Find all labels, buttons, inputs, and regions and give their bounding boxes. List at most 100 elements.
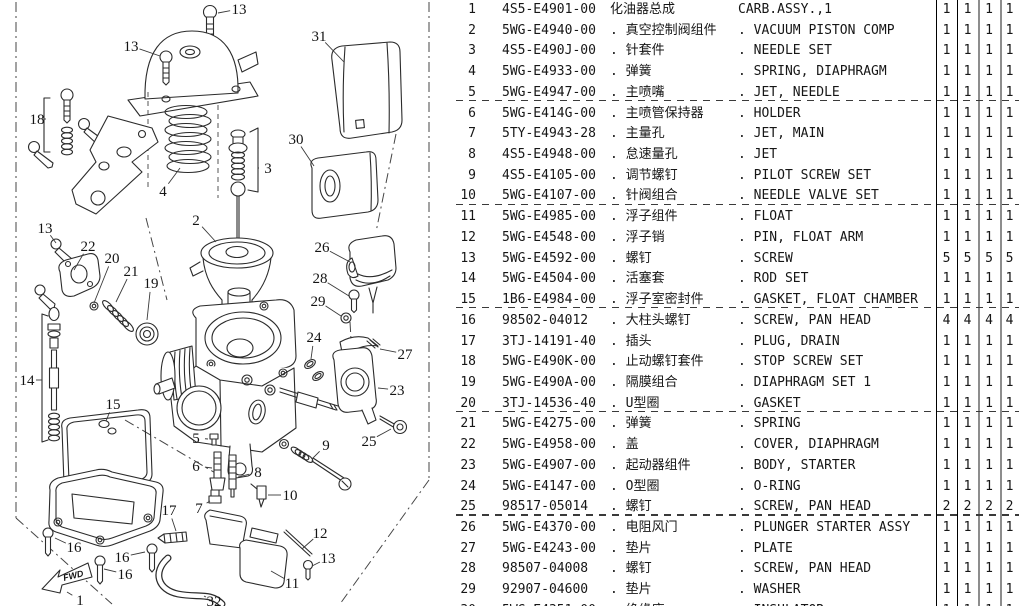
qty-cell: 1 [985,520,993,535]
description-en-cell: . SPRING [738,416,801,432]
callout-label: 20 [105,251,120,267]
callout-leader [66,591,73,596]
description-cn-cell: . 螺钉 [610,250,652,266]
description-cn-cell: . 真空控制阀组件 [610,22,717,38]
qty-cell: 1 [942,457,951,473]
callout-leader [49,234,57,244]
qty-cell: 1 [942,582,951,598]
callout-label: 17 [162,503,178,519]
qty-cell: 4 [942,312,951,328]
item-number-cell: 26 [460,520,476,535]
qty-cell: 1 [1005,354,1014,370]
callout-leader [311,451,320,460]
description-cn-cell: . 隔膜组合 [610,374,678,390]
description-en-cell: . PILOT SCREW SET [738,167,872,183]
callout-label: 13 [321,551,336,567]
part-number-cell: 5WG-E4275-00 [502,416,596,432]
qty-cell: 1 [963,105,972,121]
qty-cell: 1 [963,478,972,494]
callout-leader [300,146,315,167]
qty-cell: 1 [1005,105,1014,121]
part-number-cell: 98502-04012 [502,312,589,328]
qty-cell: 1 [942,333,951,349]
item-number-cell: 19 [460,374,476,390]
qty-cell: 1 [942,105,951,121]
callout-leader [327,282,350,297]
part-number-cell: 5WG-E4958-00 [502,437,596,453]
description-en-cell: . JET [738,147,778,163]
description-en-cell: . SCREW, PAN HEAD [738,561,872,577]
callout-label: 19 [144,276,159,292]
item-number-cell: 28 [460,561,476,577]
description-cn-cell: . 浮子销 [610,229,665,245]
callout-label: 13 [124,39,139,55]
part-number-cell: 5WG-E4351-00 [502,601,608,606]
qty-cell: 1 [1005,457,1014,473]
item-number-cell: 13 [460,250,476,266]
qty-cell: 1 [963,2,972,17]
callout-label: 25 [362,434,377,450]
item-number-cell: 9 [468,167,476,183]
jets [208,433,352,508]
qty-cell: 1 [963,395,972,411]
dashed-separator [456,100,1019,102]
description-cn-cell: . 垫片 [610,540,652,556]
callout-label: 30 [289,132,304,148]
needle-set-3 [228,127,259,254]
item-number-cell: 24 [460,478,476,494]
callout-layer: 1331131830342262829132220211914242723152… [20,2,414,606]
qty-cell: 1 [1005,147,1014,163]
qty-cell: 1 [979,601,999,606]
qty-cell: 1 [963,333,972,349]
callout-leader [204,466,213,469]
callout-label: 13 [232,2,247,18]
dashed-separator [456,307,1019,309]
bowl-screws-16 [42,527,188,585]
qty-cell: 2 [942,499,951,515]
qty-cell: 1 [1005,188,1014,204]
callout-leader [310,345,314,360]
qty-cell: 1 [985,582,993,598]
qty-cell: 1 [942,540,951,556]
qty-cell: 1 [942,126,951,142]
qty-cell: 1 [942,22,951,38]
callout-label: 1 [76,593,84,606]
qty-cell: 4 [963,312,972,328]
part-number-cell: 5TY-E4943-28 [502,126,596,142]
qty-cell: 4 [985,312,993,328]
description-cn-cell: . 螺钉 [610,499,652,515]
qty-cell: 1 [1005,395,1014,411]
qty-cell: 1 [963,437,972,453]
description-cn-cell: . 绝缘座 [610,601,738,606]
qty-cell: 1 [1005,43,1014,59]
qty-cell: 1 [963,582,972,598]
qty-cell: 1 [985,167,993,183]
part-number-cell: 5WG-E4504-00 [502,271,596,287]
description-en-cell: . O-RING [738,478,801,494]
description-cn-cell: . 针阀组合 [610,188,678,204]
qty-cell: 1 [1005,520,1014,535]
qty-cell: 1 [942,209,951,225]
qty-cell: 1 [985,22,993,38]
qty-cell: 1 [985,540,993,556]
description-cn-cell: . O型圈 [610,478,660,494]
starter-body-23 [304,336,408,435]
qty-cell: 1 [985,147,993,163]
callout-leader [139,48,161,57]
carburetor-body [153,287,339,479]
table-row: 305WG-E4351-00. 绝缘座. INSULATOR1111 [440,601,1019,606]
qty-cell: 1 [1005,437,1014,453]
item-number-cell: 22 [460,437,476,453]
part-number-cell: 92907-04600 [502,582,589,598]
